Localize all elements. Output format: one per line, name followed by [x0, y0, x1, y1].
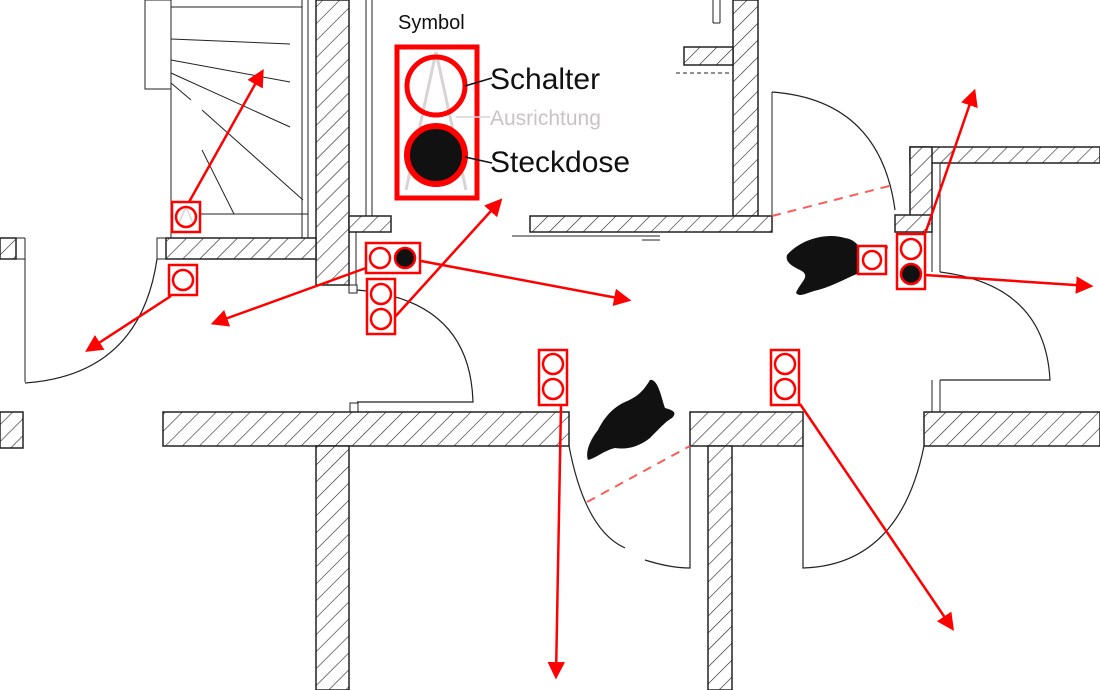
legend-switch-label: Schalter [490, 63, 600, 96]
person-icon [786, 235, 888, 295]
door-swing-bottom-right [802, 445, 925, 569]
wall-stair-stub [348, 215, 392, 233]
door-paths [586, 184, 894, 503]
switch-icon [773, 352, 797, 376]
wall-lower-divider [315, 445, 350, 690]
fixture-switch-socket[interactable] [364, 241, 422, 275]
legend-socket-icon [404, 123, 468, 187]
wall-lower-long [162, 411, 570, 447]
wall-shelf [683, 46, 734, 66]
fixture-double-switch[interactable] [365, 277, 397, 336]
fixture-switch[interactable] [856, 244, 888, 276]
arrow-icon [85, 294, 172, 352]
switch-icon [773, 377, 797, 401]
switch-icon [541, 377, 565, 401]
arrow-icon [798, 403, 954, 631]
orientation-arrows [85, 68, 1094, 680]
switch-icon [368, 246, 392, 270]
wall-left-stub [0, 237, 17, 260]
persons [587, 235, 888, 460]
fixtures [167, 200, 927, 407]
arrow-icon [187, 68, 264, 203]
switch-icon [899, 237, 923, 261]
arrow-icon [420, 259, 632, 307]
wall-lower-mid-divider [707, 445, 733, 690]
arrow-icon [393, 198, 503, 319]
fixture-double-switch[interactable] [537, 348, 569, 407]
wall-upper-room-right [732, 0, 759, 217]
staircase [16, 0, 941, 413]
door-swing-left [24, 258, 158, 384]
wall-lower-right [923, 411, 1100, 447]
switch-icon [369, 282, 393, 306]
switch-icon [171, 268, 195, 292]
socket-icon [393, 246, 417, 270]
wall-right-room-top [909, 146, 1100, 164]
socket-icon [899, 262, 923, 286]
door-swing-upper [771, 91, 896, 211]
switch-icon [861, 249, 883, 271]
fixture-double-switch[interactable] [769, 348, 801, 407]
fixture-switch[interactable] [167, 263, 199, 297]
wall-stair-vertical [315, 0, 350, 286]
switch-icon [174, 205, 198, 229]
arrow-icon [923, 88, 978, 235]
door-swing-right [939, 271, 1051, 381]
arrow-icon [547, 404, 566, 680]
wall-right-room-side [909, 146, 933, 218]
fixture-switch[interactable] [170, 200, 202, 234]
legend-title: Symbol [398, 12, 465, 34]
wall-lower-mid [689, 411, 804, 447]
wall-stair-bottom [165, 237, 317, 260]
wall-lower-left-stub [0, 411, 24, 449]
switch-icon [369, 307, 393, 331]
switch-icon [541, 352, 565, 376]
legend-orientation-label: Ausrichtung [490, 107, 601, 130]
person-icon [587, 379, 675, 460]
arrow-icon [210, 266, 367, 327]
legend: Symbol Schalter Ausrichtung Steckdose [394, 12, 630, 201]
wall-upper-room-bottom [529, 215, 773, 233]
fixture-switch-socket[interactable] [895, 232, 927, 291]
arrow-icon [924, 273, 1094, 294]
door-swing-bottom-center [568, 445, 691, 569]
legend-socket-label: Steckdose [490, 146, 630, 179]
